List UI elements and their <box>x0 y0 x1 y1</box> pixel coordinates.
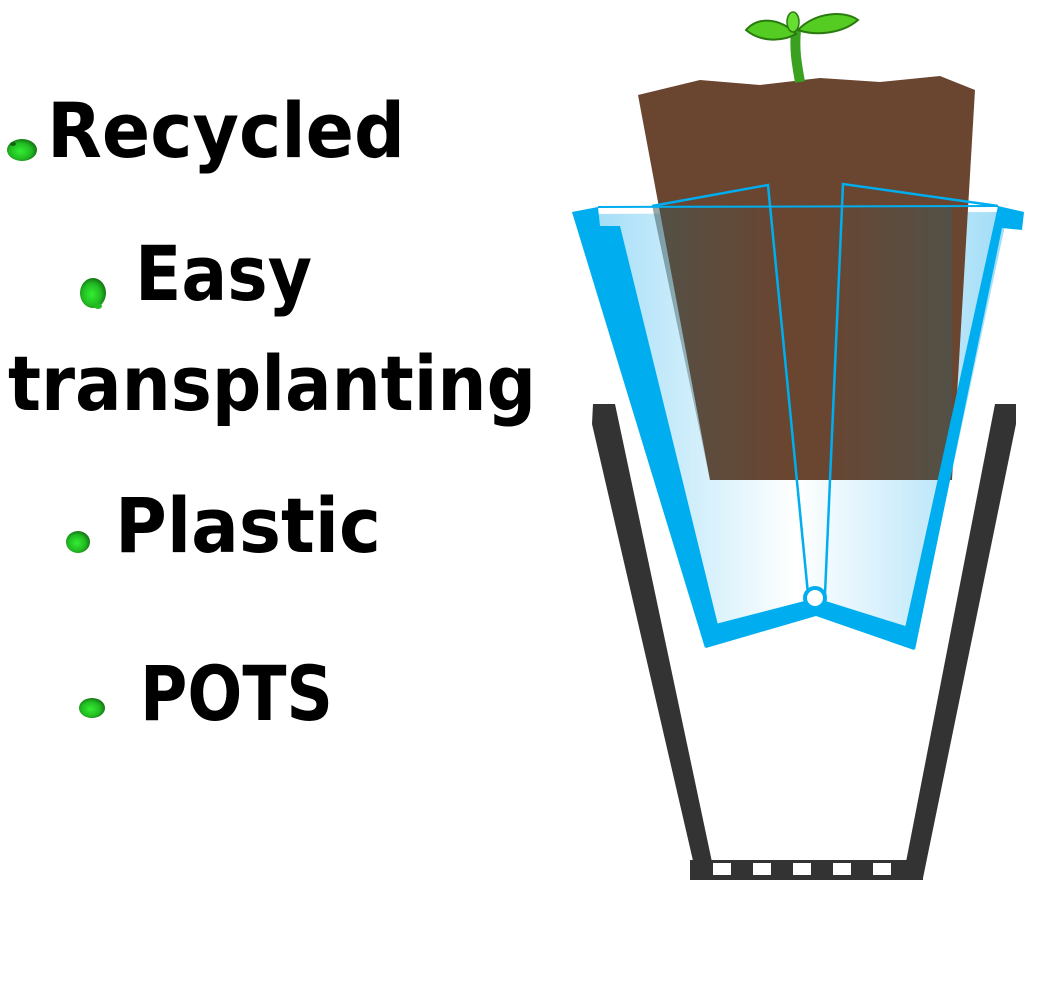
inner-pot-walls <box>572 205 1024 650</box>
soil-plug <box>638 76 975 480</box>
label-plastic: Plastic <box>115 481 381 570</box>
green-blob-bullet-icon <box>7 139 37 161</box>
bullet-item-easy-transplanting: Easy transplanting <box>8 229 536 428</box>
bullet-item-pots: POTS <box>79 649 333 738</box>
label-transplanting: transplanting <box>8 339 536 428</box>
green-blob-bullet-icon <box>79 698 105 718</box>
drainage-holes <box>713 863 891 875</box>
slit-lines <box>651 182 999 610</box>
pot-illustration <box>572 11 1024 880</box>
label-recycled: Recycled <box>47 86 405 175</box>
label-easy: Easy <box>135 229 312 318</box>
bullet-list: Recycled Easy transplanting Plastic POTS <box>7 86 536 738</box>
seedling-icon <box>744 11 860 83</box>
outer-pot <box>592 404 1016 880</box>
label-pots: POTS <box>140 649 333 738</box>
bullet-item-recycled: Recycled <box>7 86 405 175</box>
green-blob-bullet-icon <box>80 278 106 309</box>
bullet-item-plastic: Plastic <box>66 481 381 570</box>
green-blob-bullet-icon <box>66 531 90 553</box>
